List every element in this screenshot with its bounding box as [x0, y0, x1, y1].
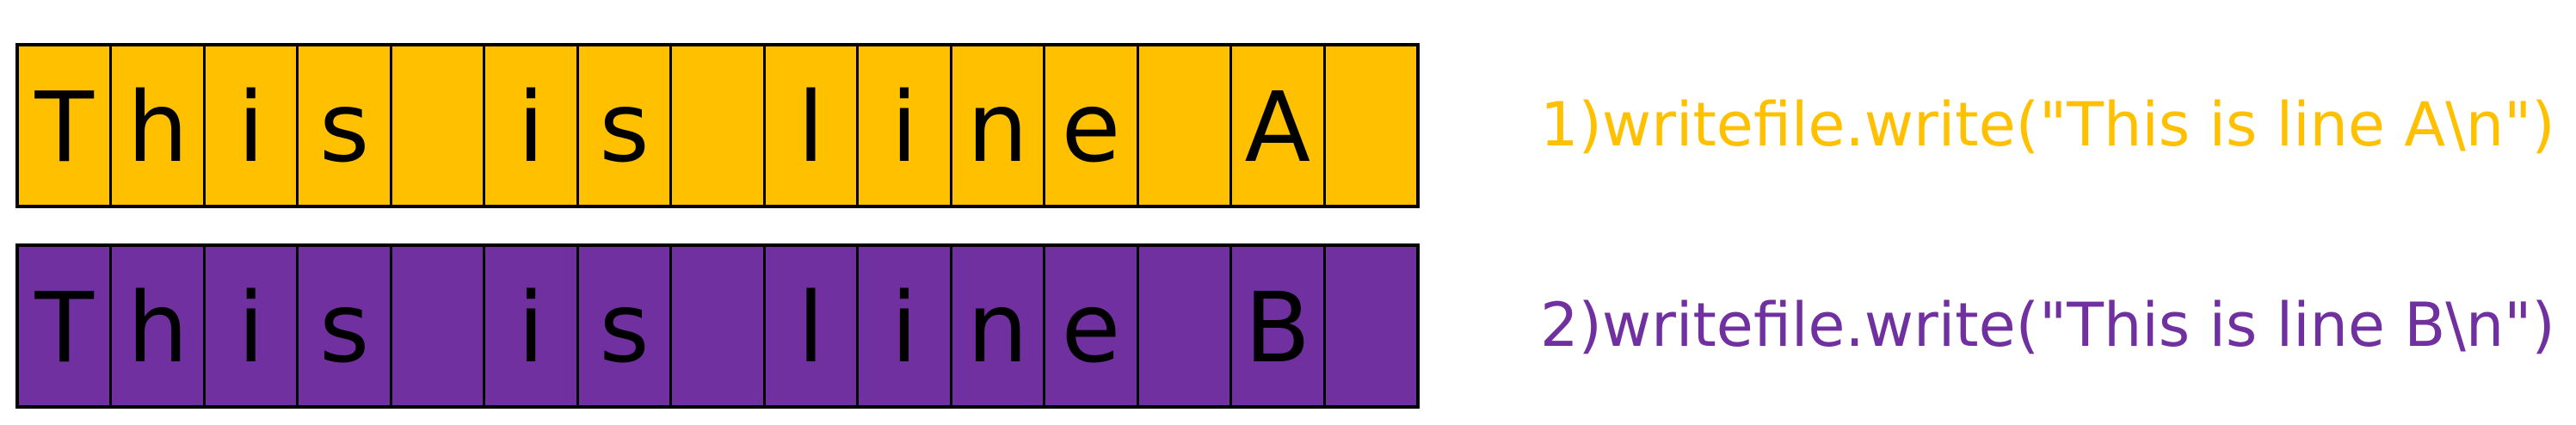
line-a-code: 1)writefile.write("This is line A\n") [1540, 89, 2555, 160]
char-cell [1326, 46, 1416, 205]
char-cell: B [1232, 247, 1326, 405]
char-cell: h [112, 46, 206, 205]
char-cell [672, 46, 766, 205]
char-cell [1139, 46, 1233, 205]
char-cell: i [485, 247, 579, 405]
char-cell: l [766, 247, 860, 405]
char-cell: i [206, 247, 299, 405]
char-cell: s [299, 247, 392, 405]
char-cell [1326, 247, 1416, 405]
char-cell [392, 247, 486, 405]
char-cell: i [206, 46, 299, 205]
char-cell [1139, 247, 1233, 405]
char-cell: h [112, 247, 206, 405]
char-cell: l [766, 46, 860, 205]
char-cell: T [19, 247, 113, 405]
char-cell: i [859, 247, 952, 405]
char-cell: e [1045, 46, 1139, 205]
char-cell: i [485, 46, 579, 205]
char-cell [392, 46, 486, 205]
char-cell: e [1045, 247, 1139, 405]
char-cell: n [952, 247, 1046, 405]
char-cell: A [1232, 46, 1326, 205]
char-cell: s [579, 46, 673, 205]
line-b-code: 2)writefile.write("This is line B\n") [1540, 290, 2555, 360]
char-cell: i [859, 46, 952, 205]
char-cell [672, 247, 766, 405]
char-cell: n [952, 46, 1046, 205]
char-cell: s [299, 46, 392, 205]
char-cell: T [19, 46, 113, 205]
char-cell: s [579, 247, 673, 405]
